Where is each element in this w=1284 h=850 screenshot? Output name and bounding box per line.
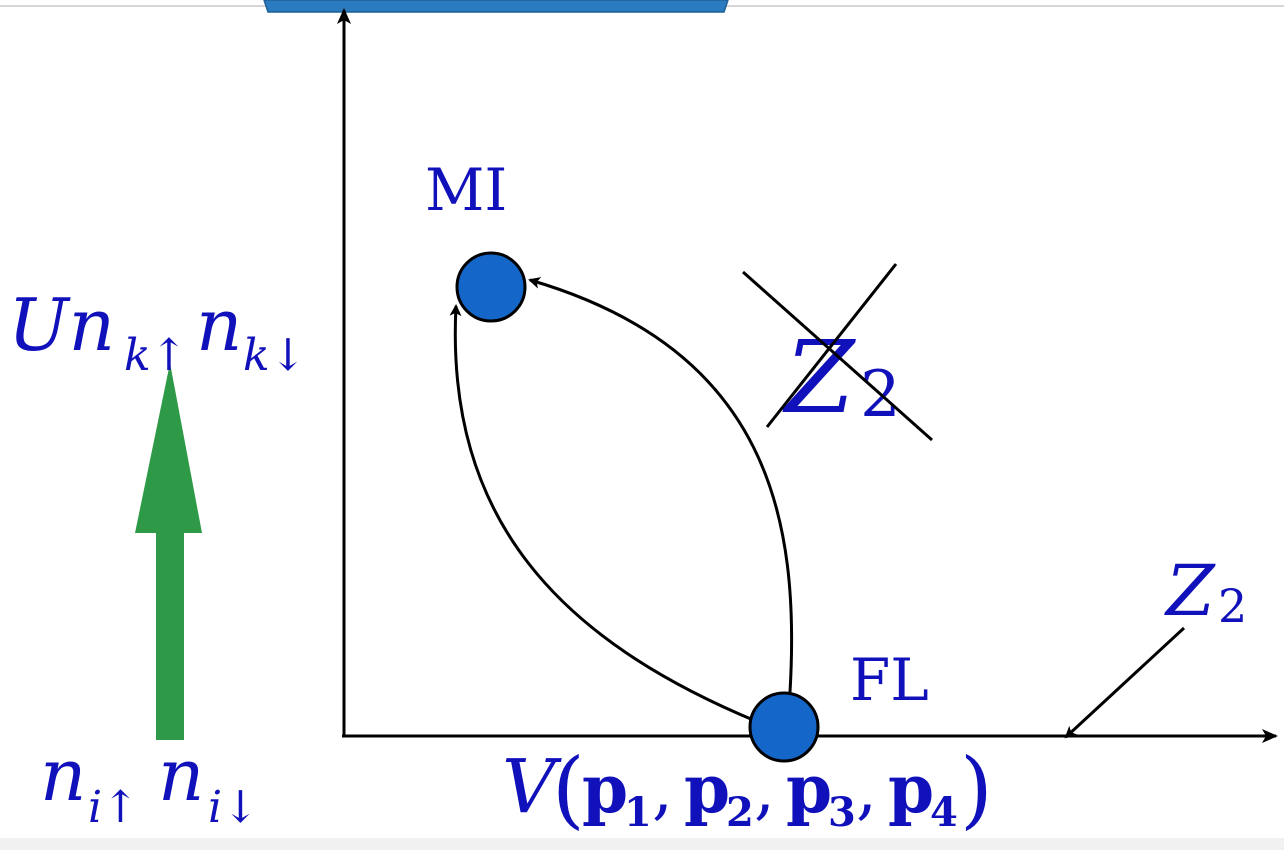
x-label-close-paren: ) [960,740,993,838]
local-interaction-term: Un k↑ n k↓ [8,283,307,381]
site-term-n2: n [158,733,204,817]
x-arg-4-main: p [888,750,934,828]
strike-line-2 [765,263,898,428]
x-arg-4-sub: 4 [930,789,958,836]
x-comma-1: , [652,751,673,828]
term-n: n [196,283,242,367]
x-comma-2: , [754,751,775,828]
bottom-strip [0,838,1284,850]
x-label-open-paren: ( [552,740,585,838]
x-label-v: V [502,744,562,830]
x-arg-2-main: p [684,750,730,828]
top-banner [263,0,729,13]
mi-fixed-point [455,251,527,323]
x-arg-1-main: p [582,750,628,828]
axis-z2-main: Z [1164,550,1216,632]
x-arg-1-sub: 1 [624,789,652,836]
axis-z2-label: Z 2 [1164,550,1247,633]
axis-z2-subscript: 2 [1218,579,1247,633]
z2-pointer-arrow [1064,626,1186,739]
site-term-n1: n [40,733,86,817]
mi-label: MI [425,156,507,224]
crossed-z2-group: Z 2 [742,263,933,442]
crossed-z2-main: Z [782,319,856,436]
strike-line-1 [742,270,933,442]
x-arg-2-sub: 2 [726,789,754,836]
green-arrow-shaft [156,530,184,740]
flow-curve-upper [528,277,794,693]
term-sub-k-up: k↑ [124,330,188,381]
site-interaction-term: n i↑ n i↓ [40,733,259,833]
fl-fixed-point [748,691,820,763]
term-un: Un [8,283,115,367]
x-comma-3: , [856,751,877,828]
green-arrow-head [135,363,202,533]
x-axis-label: V ( p 1 , p 2 , p 3 , p 4 ) [502,740,993,838]
x-arg-3-main: p [786,750,832,828]
site-term-sub-i-down: i↓ [208,782,259,833]
flow-curve-lower [449,304,759,724]
x-arg-3-sub: 3 [828,789,856,836]
fl-label: FL [850,646,929,714]
term-sub-k-down: k↓ [243,330,307,381]
site-term-sub-i-up: i↑ [88,782,139,833]
